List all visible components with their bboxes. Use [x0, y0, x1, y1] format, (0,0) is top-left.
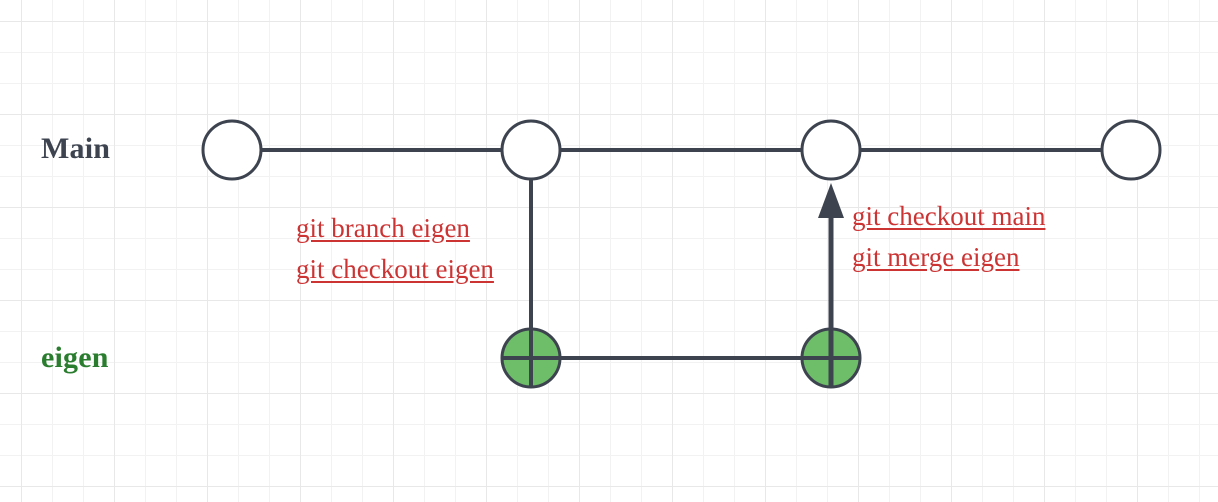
annotation-line-git-checkout-main: git checkout main — [852, 201, 1046, 231]
annotation-git-merge-commands: git checkout main git merge eigen — [852, 196, 1045, 278]
annotation-line-git-branch-eigen: git branch eigen — [296, 213, 470, 243]
branch-label-eigen: eigen — [41, 341, 109, 374]
branch-label-main: Main — [41, 132, 111, 165]
merge-arrowhead-icon — [818, 183, 844, 218]
annotation-line-git-checkout-eigen: git checkout eigen — [296, 254, 494, 284]
commit-node-main-3[interactable] — [800, 119, 862, 181]
annotation-line-git-merge-eigen: git merge eigen — [852, 242, 1020, 272]
commit-node-main-1[interactable] — [201, 119, 263, 181]
commit-node-main-4[interactable] — [1100, 119, 1162, 181]
annotation-git-branch-commands: git branch eigen git checkout eigen — [296, 208, 494, 290]
commit-node-main-2[interactable] — [500, 119, 562, 181]
